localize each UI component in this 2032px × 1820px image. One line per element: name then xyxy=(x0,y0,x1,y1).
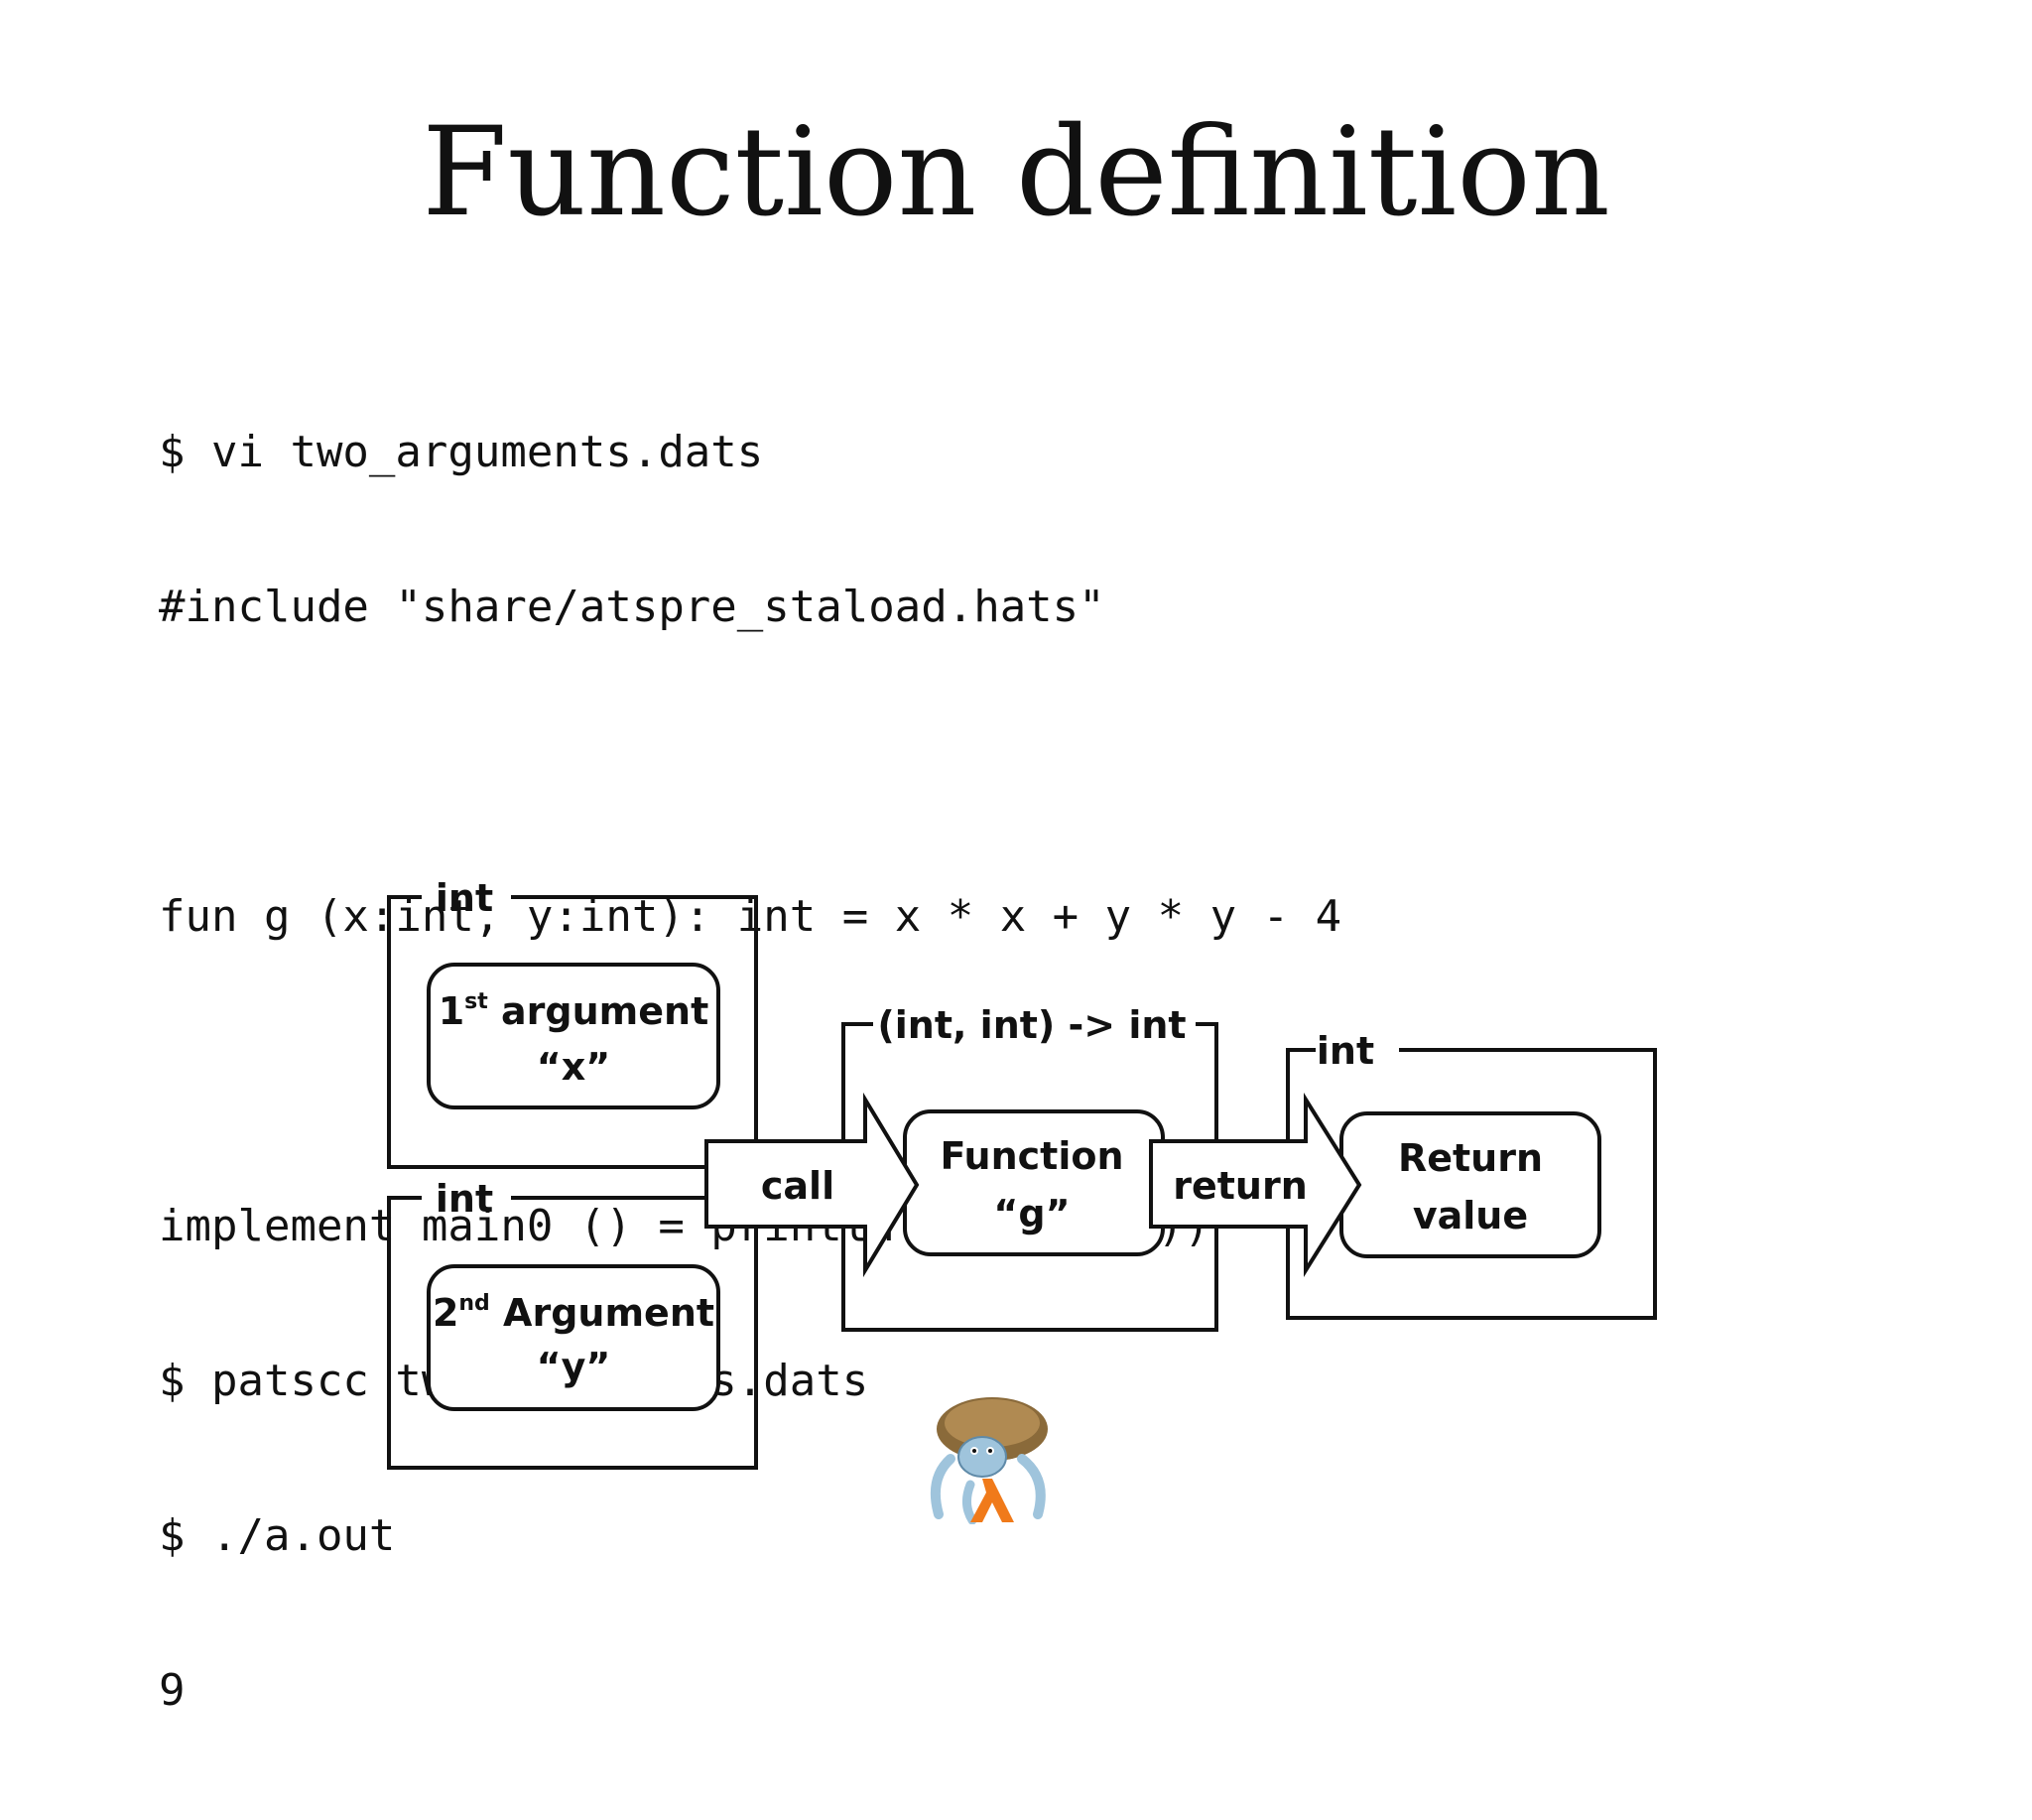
result-box: Return value xyxy=(1339,1111,1601,1258)
code-line: fun g (x:int, y:int): int = x * x + y * … xyxy=(159,891,1342,942)
function-box: Function “g” xyxy=(903,1109,1165,1256)
arg2-type-label: int xyxy=(436,1177,493,1221)
call-arrow-label: call xyxy=(761,1164,834,1208)
return-arrow: return xyxy=(1149,1093,1362,1277)
arg1-box-ordinal: 1 xyxy=(439,989,464,1033)
slide: Function definition $ vi two_arguments.d… xyxy=(159,101,1657,1716)
function-type-label: (int, int) -> int xyxy=(877,1003,1186,1047)
function-box-name: “g” xyxy=(993,1192,1070,1235)
svg-text:2nd Argument: 2nd Argument xyxy=(433,1291,714,1335)
arg2-box-title: Argument xyxy=(503,1291,714,1335)
code-line: 9 xyxy=(159,1665,186,1716)
function-box-title: Function xyxy=(940,1134,1123,1178)
slide-title: Function definition xyxy=(422,101,1610,244)
arg2-box-name: “y” xyxy=(537,1345,611,1388)
code-line: $ vi two_arguments.dats xyxy=(159,427,764,477)
return-arrow-label: return xyxy=(1173,1164,1308,1208)
ats-mascot-logo-icon xyxy=(931,1397,1048,1524)
arg1-box-title: argument xyxy=(501,989,708,1033)
result-box-name: value xyxy=(1413,1194,1528,1237)
result-box-title: Return xyxy=(1398,1136,1543,1180)
svg-text:1st argument: 1st argument xyxy=(439,989,709,1033)
arg1-type-frame: int xyxy=(387,876,758,1169)
arg2-box-ordinal: 2 xyxy=(433,1291,458,1335)
call-arrow: call xyxy=(704,1092,920,1278)
arg1-box-name: “x” xyxy=(537,1045,610,1089)
function-call-diagram: int 1st argument “x” int 2nd Argument “y… xyxy=(387,876,1657,1524)
arg1-box: 1st argument “x” xyxy=(427,963,720,1109)
result-type-label: int xyxy=(1317,1029,1374,1073)
function-type-frame: (int, int) -> int xyxy=(841,1003,1218,1332)
code-line: #include "share/atspre_staload.hats" xyxy=(159,582,1105,632)
arg1-box-ordinal-sup: st xyxy=(464,989,488,1014)
result-type-frame: int xyxy=(1286,1029,1657,1320)
arg2-box: 2nd Argument “y” xyxy=(427,1264,720,1411)
arg1-type-label: int xyxy=(436,876,493,920)
arg2-box-ordinal-sup: nd xyxy=(458,1291,489,1316)
